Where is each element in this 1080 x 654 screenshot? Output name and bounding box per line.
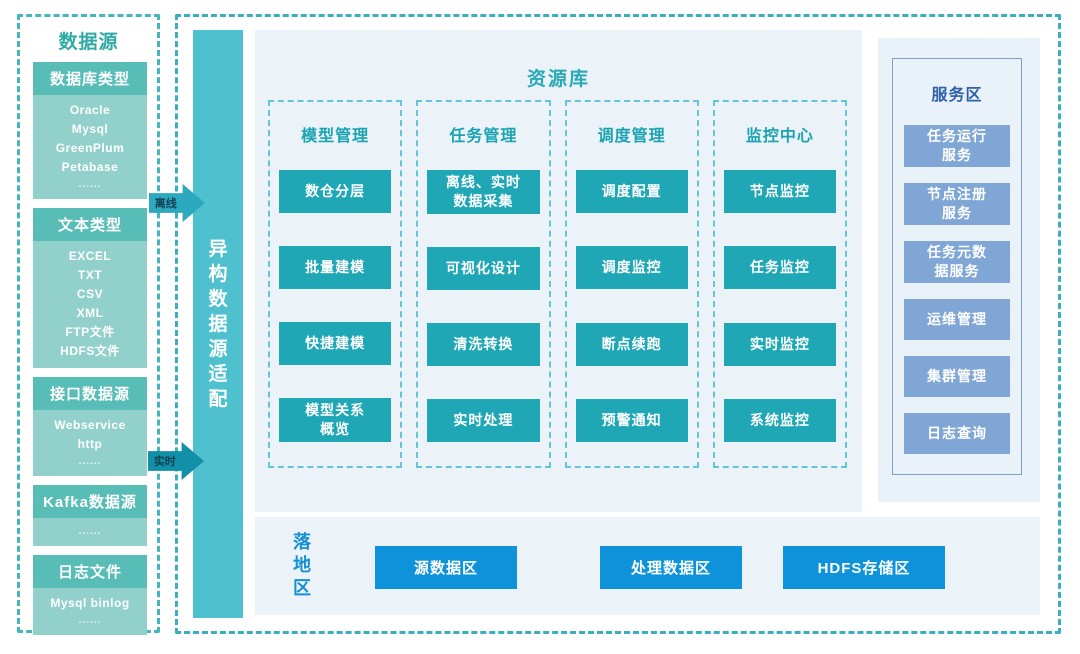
group-header: Kafka数据源 [33, 485, 147, 518]
repo-item: 预警通知 [575, 398, 688, 442]
landing-title: 落地区 [293, 531, 311, 600]
services-panel: 服务区 任务运行 服务节点注册 服务任务元数 据服务运维管理集群管理日志查询 [878, 38, 1040, 502]
offline-arrow-label: 离线 [154, 198, 177, 210]
adapter-bar: 异构数据源适配 [193, 30, 243, 618]
group-item: TXT [77, 268, 103, 282]
vertical-char: 构 [208, 263, 228, 285]
service-item: 运维管理 [904, 299, 1010, 340]
repo-column-header: 模型管理 [301, 128, 370, 145]
service-item: 日志查询 [904, 413, 1010, 454]
repo-item: 离线、实时 数据采集 [427, 170, 540, 214]
group-item: ...... [78, 615, 102, 626]
data-source-group: 文本类型 EXCEL TXT CSV XML FTP文件 HDFS文件 [33, 208, 147, 368]
landing-item: 源数据区 [375, 546, 517, 589]
service-item: 节点注册 服务 [904, 183, 1010, 225]
group-item: Mysql [71, 122, 109, 136]
vertical-char: 据 [208, 313, 228, 335]
service-item: 任务元数 据服务 [904, 241, 1010, 283]
service-item: 任务运行 服务 [904, 125, 1010, 167]
repo-column: 模型管理数仓分层批量建模快捷建模模型关系 概览 [268, 100, 403, 468]
group-item: ...... [78, 179, 102, 190]
group-item: CSV [76, 287, 104, 301]
vertical-char: 区 [293, 578, 311, 598]
vertical-char: 数 [208, 288, 228, 310]
repo-item: 数仓分层 [279, 170, 392, 213]
repo-item: 模型关系 概览 [279, 398, 392, 442]
repo-column-buttons: 节点监控任务监控实时监控系统监控 [723, 170, 836, 442]
repo-item: 系统监控 [723, 398, 836, 442]
services-items: 任务运行 服务节点注册 服务任务元数 据服务运维管理集群管理日志查询 [893, 125, 1021, 454]
vertical-char: 落 [293, 532, 311, 552]
repo-item: 批量建模 [279, 246, 392, 289]
data-source-group: Kafka数据源...... [33, 485, 147, 546]
repo-column: 监控中心节点监控任务监控实时监控系统监控 [712, 100, 847, 468]
repo-item: 节点监控 [723, 170, 836, 213]
group-item: http [77, 437, 103, 451]
vertical-char: 适 [208, 363, 228, 385]
repo-item: 调度配置 [575, 170, 688, 213]
group-item: HDFS文件 [60, 344, 120, 358]
group-item: Petabase [61, 160, 119, 174]
group-item: ...... [78, 526, 102, 537]
repo-column: 任务管理离线、实时 数据采集可视化设计清洗转换实时处理 [416, 100, 551, 468]
repo-column-header: 任务管理 [449, 128, 518, 145]
services-box: 服务区 任务运行 服务节点注册 服务任务元数 据服务运维管理集群管理日志查询 [892, 58, 1022, 475]
repo-item: 实时监控 [723, 322, 836, 366]
repo-column-buttons: 调度配置调度监控断点续跑预警通知 [575, 170, 688, 442]
vertical-char: 地 [293, 555, 311, 575]
realtime-arrow-label: 实时 [153, 456, 176, 468]
repository-title: 资源库 [526, 69, 590, 90]
data-sources-title: 数据源 [58, 32, 119, 53]
repo-column-buttons: 离线、实时 数据采集可视化设计清洗转换实时处理 [427, 170, 540, 442]
group-item: GreenPlum [55, 141, 125, 155]
repository-columns: 模型管理数仓分层批量建模快捷建模模型关系 概览任务管理离线、实时 数据采集可视化… [268, 100, 847, 468]
vertical-char: 配 [208, 388, 228, 410]
repo-column-header: 监控中心 [745, 128, 814, 145]
group-item: EXCEL [68, 249, 112, 263]
group-header: 文本类型 [33, 208, 147, 241]
repo-column-buttons: 数仓分层批量建模快捷建模模型关系 概览 [279, 170, 392, 442]
vertical-char: 异 [208, 238, 228, 260]
group-item: Mysql binlog [50, 596, 130, 610]
group-item: Webservice [54, 418, 126, 432]
repo-item: 调度监控 [575, 246, 688, 290]
repo-column: 调度管理调度配置调度监控断点续跑预警通知 [564, 100, 699, 468]
group-header: 日志文件 [33, 555, 147, 588]
data-source-group: 接口数据源 Webservice http...... [33, 377, 147, 476]
repo-item: 清洗转换 [427, 323, 540, 366]
platform-panel [175, 14, 1061, 634]
repo-item: 断点续跑 [575, 322, 688, 366]
group-body: Mysql binlog...... [33, 588, 147, 635]
repo-column-header: 调度管理 [597, 128, 666, 145]
repo-item: 可视化设计 [427, 247, 540, 290]
group-body: EXCEL TXT CSV XML FTP文件 HDFS文件 [33, 241, 147, 368]
group-item: XML [76, 306, 104, 320]
group-item: Oracle [69, 103, 111, 117]
adapter-label: 异构数据源适配 [208, 237, 227, 412]
repo-item: 任务监控 [723, 246, 836, 290]
repo-item: 快捷建模 [279, 322, 392, 365]
group-item: FTP文件 [65, 325, 115, 339]
group-body: ...... [33, 518, 147, 546]
landing-panel: 落地区 源数据区 处理数据区 HDFS存储区 [255, 517, 1040, 615]
group-item: ...... [78, 456, 102, 467]
group-body: Webservice http...... [33, 410, 147, 476]
landing-item: 处理数据区 [600, 546, 742, 589]
services-title: 服务区 [931, 87, 983, 104]
group-header: 数据库类型 [33, 62, 147, 95]
vertical-char: 源 [208, 338, 228, 360]
repository-panel: 资源库 模型管理数仓分层批量建模快捷建模模型关系 概览任务管理离线、实时 数据采… [255, 30, 862, 512]
repo-item: 实时处理 [427, 399, 540, 442]
service-item: 集群管理 [904, 356, 1010, 397]
group-header: 接口数据源 [33, 377, 147, 410]
landing-item: HDFS存储区 [783, 546, 945, 589]
